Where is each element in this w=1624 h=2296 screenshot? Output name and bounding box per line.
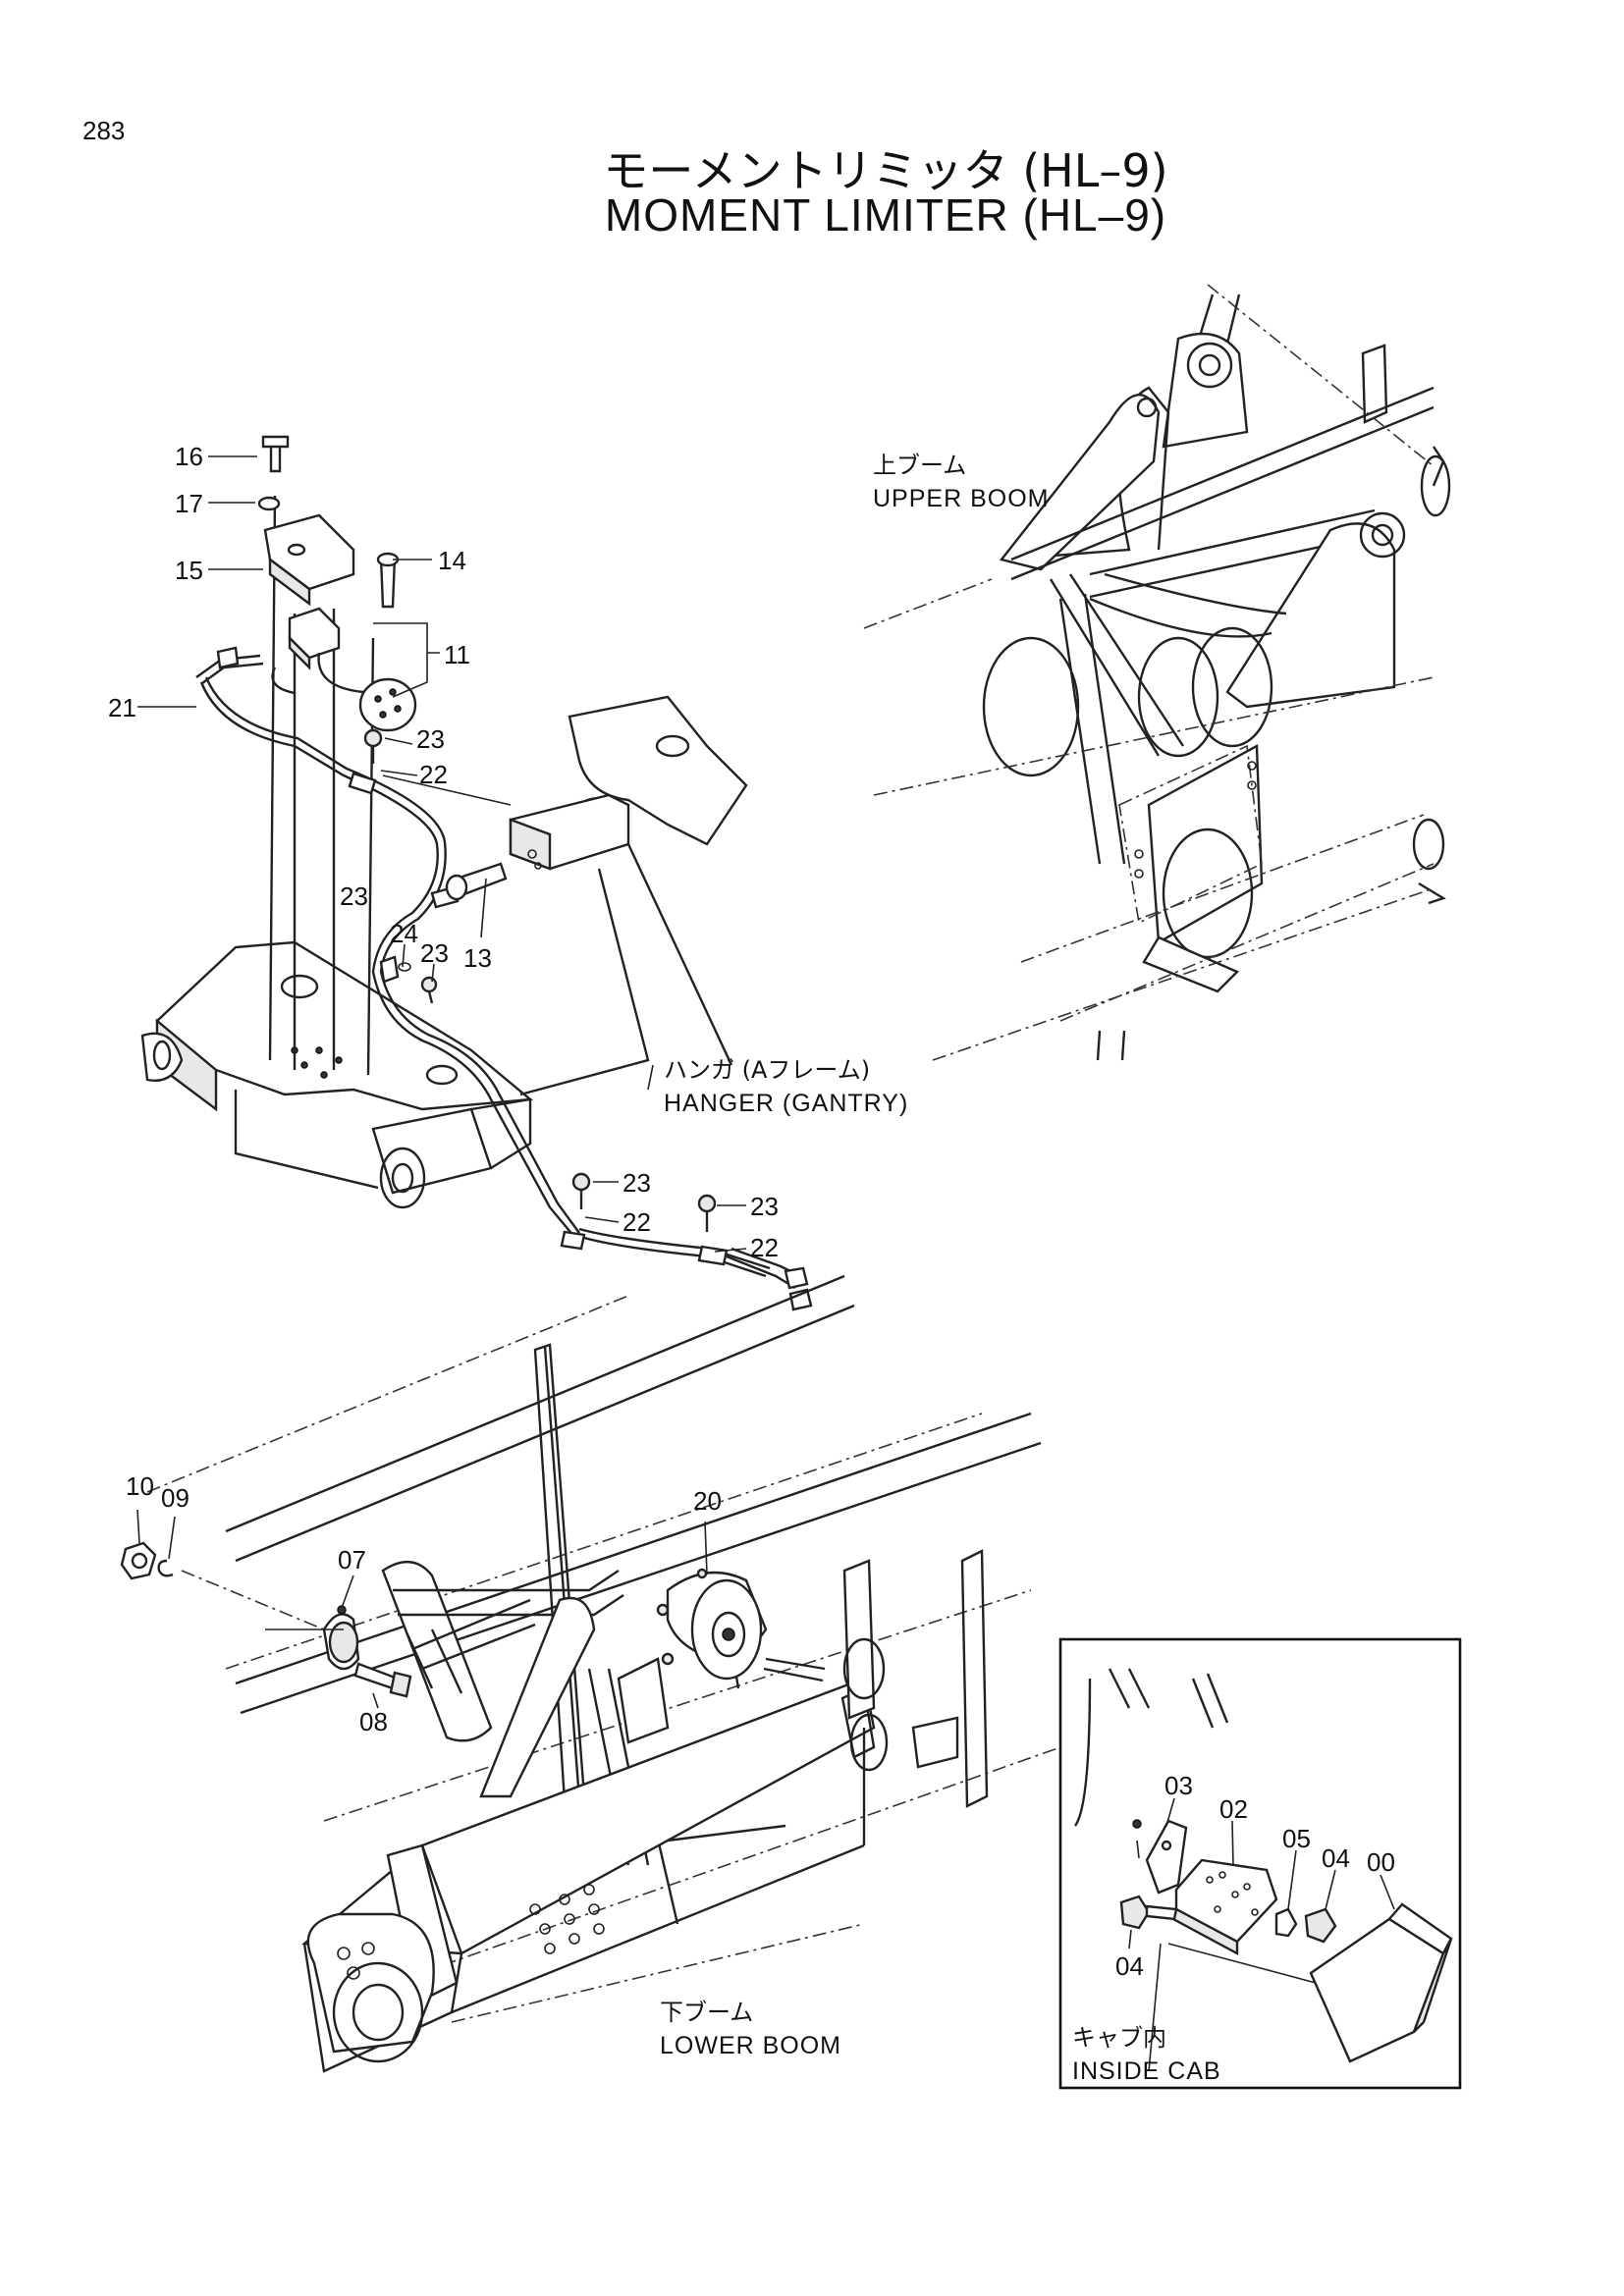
hanger-label-en: HANGER (GANTRY): [664, 1090, 908, 1117]
callout-05: 05: [1282, 1824, 1311, 1853]
hanger-gantry-drawing: [140, 495, 748, 1209]
callout-16: 16: [175, 442, 203, 471]
leader-lines-hanger: [137, 455, 747, 1253]
callout-04-left: 04: [1115, 1951, 1144, 1981]
page-title-japanese: モーメントリミッタ (HL–9): [603, 144, 1168, 197]
callout-11: 11: [444, 640, 470, 669]
callout-17: 17: [175, 489, 203, 518]
lower-boom-fasteners: [120, 1541, 412, 1698]
page-number: 283: [82, 116, 126, 145]
inside-cab-label-jp: キャブ内: [1072, 2024, 1166, 2052]
callout-24: 24: [390, 919, 418, 948]
callout-22-upper: 22: [419, 760, 448, 789]
upper-boom-drawing: [863, 284, 1451, 1061]
upper-boom-label-jp: 上ブーム: [873, 452, 966, 479]
callout-23-lower-right: 23: [750, 1192, 779, 1221]
load-cell-assembly: [257, 435, 417, 732]
callout-23-upper: 23: [416, 724, 445, 754]
callout-10: 10: [126, 1471, 154, 1501]
callout-23-lower-left: 23: [623, 1168, 651, 1198]
callout-22-lower-right: 22: [750, 1233, 779, 1262]
inside-cab-label-en: INSIDE CAB: [1072, 2057, 1221, 2085]
cable-harness: [195, 646, 813, 1311]
callout-09: 09: [161, 1483, 189, 1513]
callout-23-washer: 23: [420, 938, 449, 968]
callout-07: 07: [338, 1545, 366, 1575]
callout-21: 21: [108, 693, 136, 722]
hanger-label-jp: ハンガ (Aフレーム): [664, 1056, 870, 1084]
callout-02: 02: [1219, 1794, 1248, 1824]
callout-00: 00: [1367, 1847, 1395, 1877]
callout-14: 14: [438, 546, 466, 575]
callout-03: 03: [1164, 1771, 1193, 1800]
leader-lines-lower-boom: [136, 1509, 708, 1709]
inside-cab-drawing: [1073, 1668, 1453, 2072]
callout-15: 15: [175, 556, 203, 585]
lower-boom-label-en: LOWER BOOM: [660, 2032, 841, 2059]
lower-boom-label-jp: 下ブーム: [660, 1999, 753, 2026]
inside-cab-inset-frame: [1058, 1637, 1462, 2090]
leader-lines-inside-cab: [1128, 1797, 1395, 1949]
callout-08: 08: [359, 1707, 388, 1736]
callout-13: 13: [463, 943, 492, 973]
callout-22-lower-left: 22: [623, 1207, 651, 1237]
callout-04-right: 04: [1322, 1843, 1350, 1873]
lower-boom-drawing: [146, 1274, 1061, 2073]
callout-23-mid: 23: [340, 881, 368, 911]
upper-boom-label-en: UPPER BOOM: [873, 485, 1049, 512]
callout-20: 20: [693, 1486, 722, 1516]
page-title-english: MOMENT LIMITER (HL–9): [604, 189, 1167, 240]
